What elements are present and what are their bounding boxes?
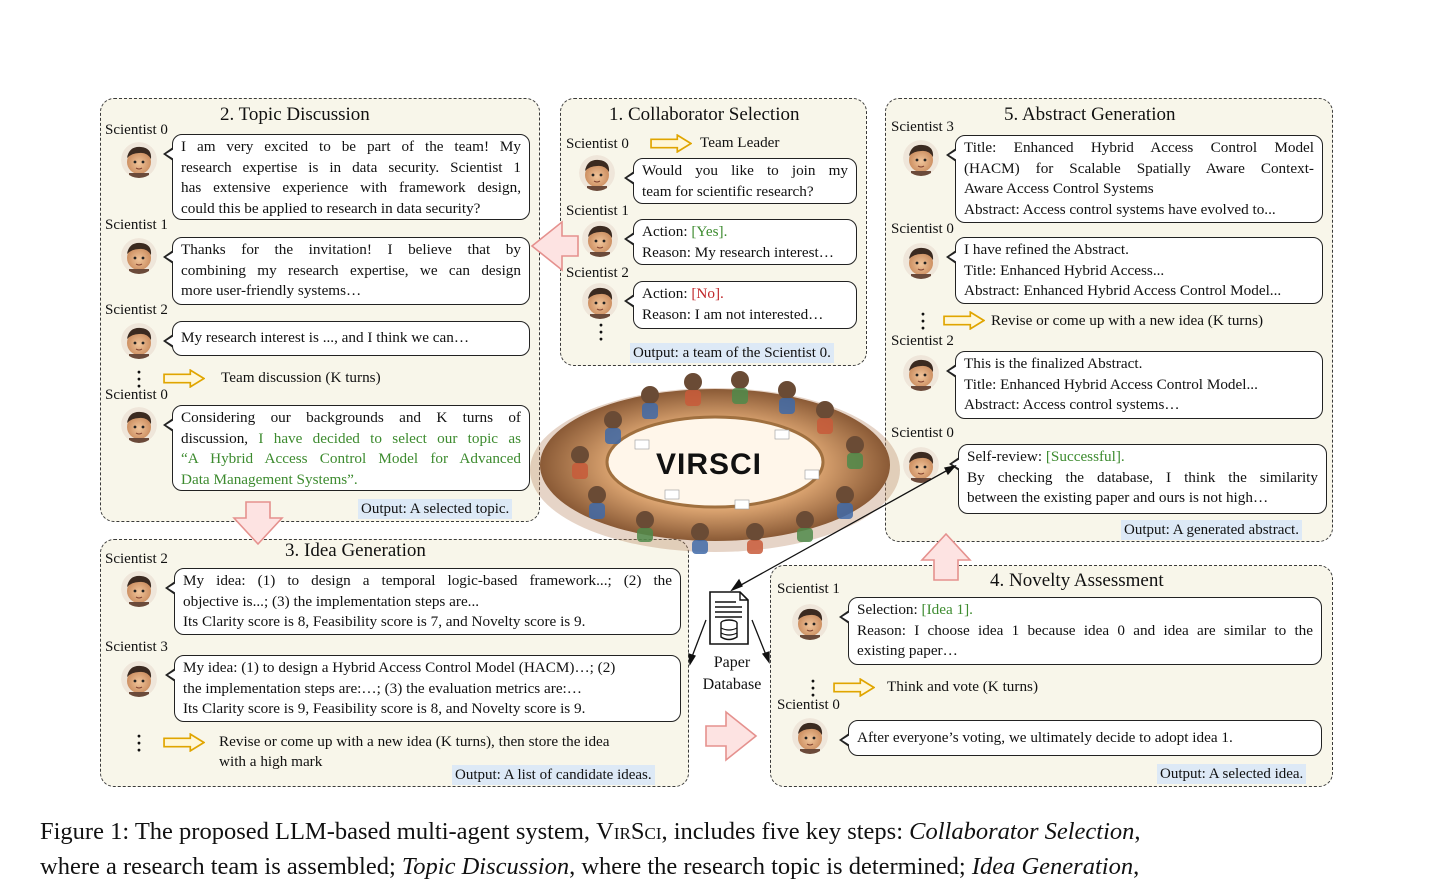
speaker-label: Scientist 2 [566,265,629,281]
topic-discussion-title: 2. Topic Discussion [220,104,370,125]
speaker-label: Scientist 0 [777,697,840,713]
ellipsis-dots: ··· [136,362,143,396]
topic-message-1: Thanks for the invitation! I believe tha… [163,237,530,305]
scientist-avatar [121,142,157,178]
scientist-avatar [121,407,157,443]
speaker-label: Scientist 2 [105,551,168,567]
speaker-label: Scientist 0 [566,136,629,152]
scientist-avatar [121,661,157,697]
scientist-avatar [792,718,828,754]
speaker-label: Scientist 0 [105,122,168,138]
caption-line-1: Figure 1: The proposed LLM-based multi-a… [40,818,1141,845]
abstract-output: Output: A generated abstract. [1121,520,1302,540]
abstract-message-0: Title: Enhanced Hybrid Access Control Mo… [946,135,1323,223]
speaker-label: Scientist 3 [891,119,954,135]
paper-database-icon [709,591,749,645]
figure-caption: Figure 1: The proposed LLM-based multi-a… [40,814,1141,884]
idea-message-1: My idea: (1) to design a Hybrid Access C… [165,655,681,722]
idea-output: Output: A list of candidate ideas. [452,765,655,785]
idea-generation-title: 3. Idea Generation [285,540,426,561]
scientist-avatar [582,283,618,319]
invite-message: Would you like to join my team for scien… [624,158,857,204]
turn-arrow-icon [943,311,985,330]
ellipsis-dots: ··· [598,315,605,349]
speaker-label: Scientist 1 [566,203,629,219]
speaker-label: Scientist 3 [105,639,168,655]
scientist-avatar [903,447,939,483]
scientist-avatar [903,355,939,391]
virsci-label: VIRSCI [656,448,763,481]
scientist-avatar [121,571,157,607]
turn-arrow-icon [833,678,875,697]
collaborator-selection-title: 1. Collaborator Selection [609,104,800,125]
collab-output: Output: a team of the Scientist 0. [630,343,834,363]
topic-message-0: I am very excited to be part of the team… [163,134,530,220]
idea-message-0: My idea: (1) to design a temporal logic-… [165,568,681,635]
topic-message-3: Considering our backgrounds and K turns … [163,405,530,491]
scientist-avatar [579,155,615,191]
abstract-generation-title: 5. Abstract Generation [1004,104,1176,125]
novelty-output: Output: A selected idea. [1157,764,1307,784]
turn-arrow-icon [163,733,205,752]
speaker-label: Scientist 1 [105,217,168,233]
abstract-message-2: This is the finalized Abstract. Title: E… [946,351,1323,419]
scientist-avatar [121,238,157,274]
topic-message-2: My research interest is ..., and I think… [163,321,530,356]
ellipsis-dots: ··· [810,671,817,705]
speaker-label: Scientist 0 [891,425,954,441]
novelty-selection-message: Selection: [Idea 1]. Reason: I choose id… [839,597,1322,665]
novelty-decision-message: After everyone’s voting, we ultimately d… [839,720,1322,756]
caption-line-2: where a research team is assembled; Topi… [40,853,1140,880]
ellipsis-dots: ··· [920,304,927,338]
paper-database-label: Paper Database [702,654,762,693]
scientist-avatar [121,323,157,359]
arrow-idea-to-novelty [705,710,758,762]
novelty-assessment-title: 4. Novelty Assessment [990,570,1164,591]
speaker-label: Scientist 2 [891,333,954,349]
topic-output: Output: A selected topic. [358,499,513,519]
turn-arrow-icon [650,134,692,153]
accept-message: Action: [Yes]. Reason: My research inter… [624,219,857,265]
turns-note: Team discussion (K turns) [221,369,381,386]
speaker-label: Scientist 0 [105,387,168,403]
scientist-avatar [903,243,939,279]
decline-message: Action: [No]. Reason: I am not intereste… [624,281,857,329]
abstract-message-1: I have refined the Abstract. Title: Enha… [946,237,1323,304]
ellipsis-dots: ··· [136,726,143,760]
scientist-avatar [792,604,828,640]
turns-note: Revise or come up with a new idea (K tur… [991,312,1264,329]
vote-turns-note: Think and vote (K turns) [887,678,1038,695]
speaker-label: Scientist 0 [891,221,954,237]
speaker-label: Scientist 1 [777,581,840,597]
idea-turns-note: Revise or come up with a new idea (K tur… [219,733,610,770]
team-leader-label: Team Leader [700,134,780,151]
self-review-message: Self-review: [Successful]. By checking t… [949,444,1327,514]
turn-arrow-icon [163,369,205,388]
scientist-avatar [582,221,618,257]
speaker-label: Scientist 2 [105,302,168,318]
scientist-avatar [903,140,939,176]
